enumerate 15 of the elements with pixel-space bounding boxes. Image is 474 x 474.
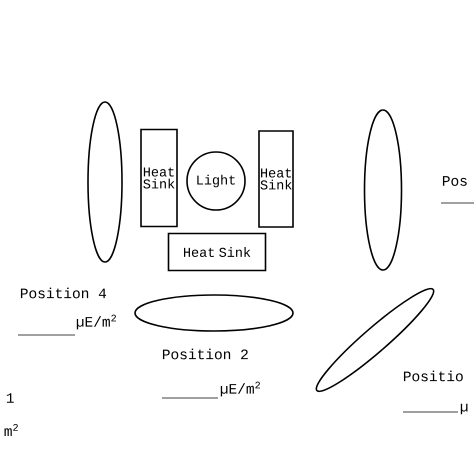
- unit-text: µ: [460, 404, 468, 414]
- label-text: Positio: [404, 370, 463, 382]
- label-text: 1: [6, 393, 14, 403]
- unit-text: µE/m$^{2}$: [220, 382, 260, 396]
- position-ellipse: [134, 294, 294, 332]
- position-ellipse: [364, 109, 402, 271]
- position-ellipse: [87, 101, 123, 263]
- label-text: Position 4: [20, 288, 106, 298]
- unit-text: µE/m$^{2}$: [76, 314, 116, 330]
- label-text: Position 2: [162, 348, 248, 360]
- heat-sink-box: Heat Sink: [258, 130, 294, 228]
- unit-text: m$^{2}$: [4, 424, 18, 436]
- label-text: Pos: [442, 176, 467, 186]
- heat-sink-box: Heat Sink: [168, 232, 266, 272]
- heat-sink-box: Heat Sink: [140, 128, 178, 228]
